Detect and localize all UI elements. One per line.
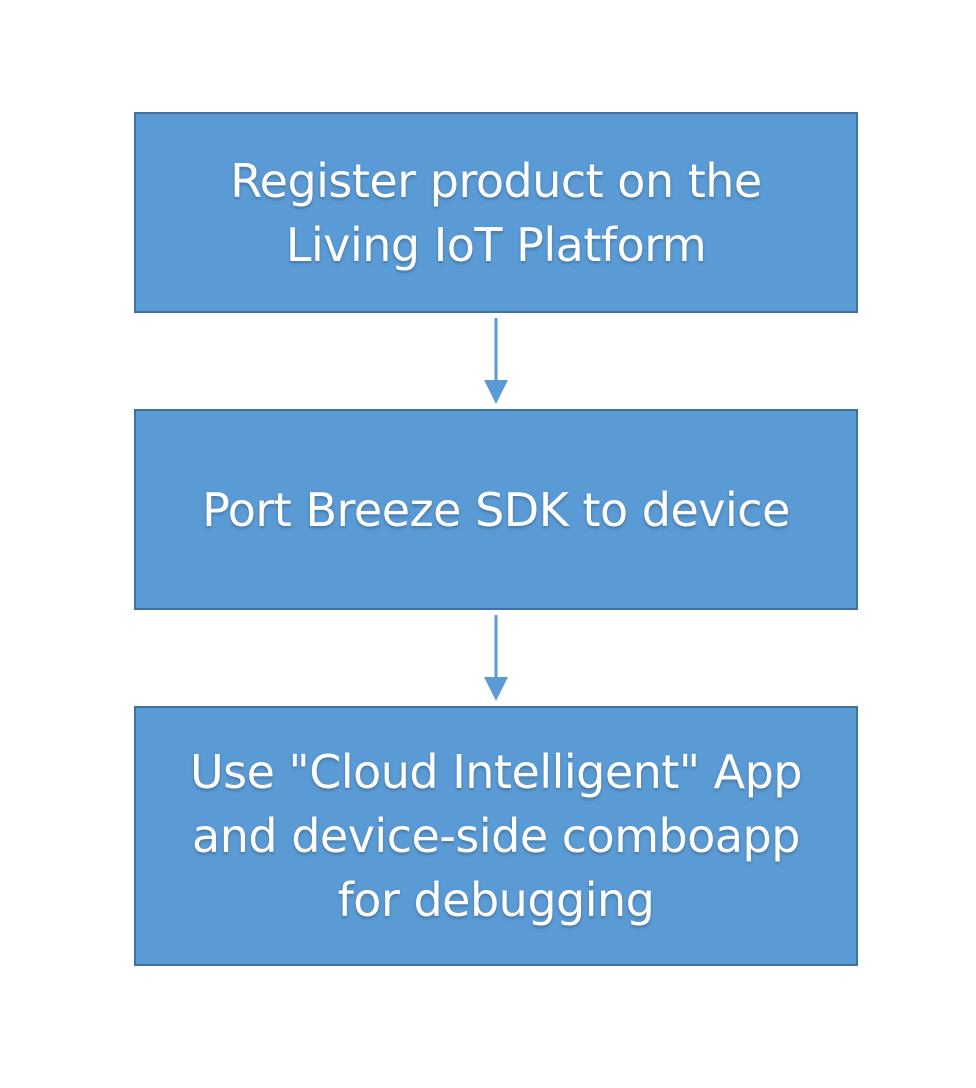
arrow-step1-to-step2 [484,318,508,404]
step-label-line: for debugging [337,873,655,927]
step-label-line: Use "Cloud Intelligent" App [190,745,802,799]
step-label-line: and device-side comboapp [192,809,800,863]
step-register-product-label: Register product on the Living IoT Platf… [230,149,762,277]
step-label-line: Living IoT Platform [285,217,707,272]
step-port-sdk-box: Port Breeze SDK to device [134,409,858,610]
step-register-product-box: Register product on the Living IoT Platf… [134,112,858,313]
step-debugging-label: Use "Cloud Intelligent" App and device-s… [190,740,802,932]
arrow-head [484,380,508,404]
step-port-sdk-label: Port Breeze SDK to device [202,478,790,542]
arrow-head [484,677,508,701]
step-debugging-box: Use "Cloud Intelligent" App and device-s… [134,706,858,966]
step-label-line: Port Breeze SDK to device [202,482,790,537]
arrow-step2-to-step3 [484,615,508,701]
step-label-line: Register product on the [230,153,762,208]
